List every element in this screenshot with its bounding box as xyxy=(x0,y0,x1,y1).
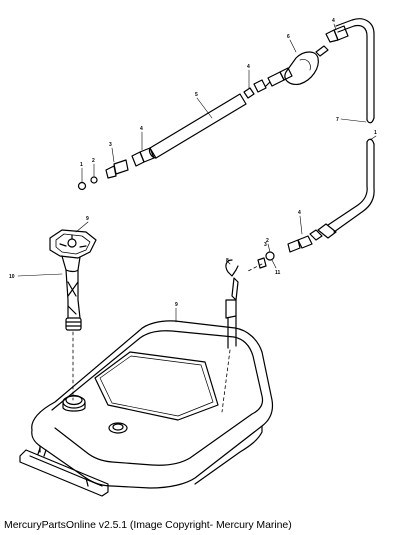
callout-2: 2 xyxy=(266,238,269,244)
callout-9: 9 xyxy=(86,216,89,222)
primer-bulb-assembly xyxy=(77,25,349,191)
fuel-tank xyxy=(19,320,274,497)
callout-10: 10 xyxy=(9,274,15,280)
callout-1: 1 xyxy=(80,162,83,168)
callout-4: 4 xyxy=(247,64,250,70)
callout-leader-lines xyxy=(17,23,377,323)
callout-1: 1 xyxy=(374,130,377,136)
callout-7: 7 xyxy=(336,117,339,123)
callout-3: 3 xyxy=(109,142,112,148)
callout-6: 6 xyxy=(287,34,290,40)
exploded-parts-diagram: 1 2 3 4 5 4 6 4 7 1 4 2 11 9 9 8 10 3 xyxy=(9,18,377,497)
fuel-gauge-assembly xyxy=(221,259,239,413)
copyright-caption: MercuryPartsOnline v2.5.1 (Image Copyrig… xyxy=(4,519,292,531)
callout-11: 11 xyxy=(275,270,281,276)
callout-4: 4 xyxy=(298,210,301,216)
callout-numbers: 1 2 3 4 5 4 6 4 7 1 4 2 11 9 9 8 10 3 xyxy=(9,18,377,308)
fuel-pickup-assembly xyxy=(49,229,97,401)
callout-8: 8 xyxy=(226,258,229,264)
callout-4: 4 xyxy=(332,18,335,24)
callout-3: 3 xyxy=(264,242,267,248)
fuel-line-hose xyxy=(245,18,375,273)
callout-9: 9 xyxy=(175,302,178,308)
callout-5: 5 xyxy=(195,92,198,98)
callout-4: 4 xyxy=(140,126,143,132)
callout-2: 2 xyxy=(92,158,95,164)
